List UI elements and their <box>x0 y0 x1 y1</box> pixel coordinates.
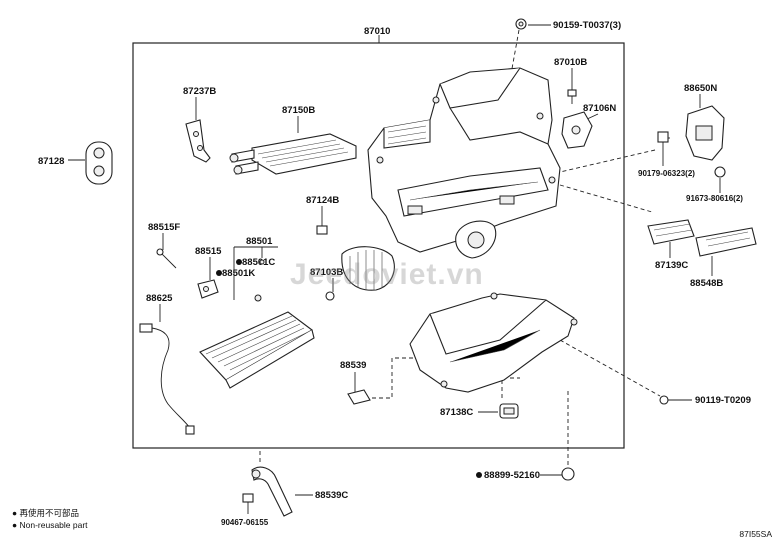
stud-88515f <box>156 248 177 269</box>
legend-jp-text: 再使用不可部品 <box>19 508 80 518</box>
expansion-valve-88515 <box>197 279 219 299</box>
diagram-code: 87I55SA <box>739 529 772 539</box>
label-91673-80616: 91673-80616(2) <box>686 194 743 203</box>
label-90119-t0209: 90119-T0209 <box>695 395 751 406</box>
grommet-87128 <box>85 141 113 185</box>
legend: ● 再使用不可部品 ● Non-reusable part <box>12 507 88 531</box>
legend-en-text: Non-reusable part <box>19 520 88 530</box>
label-88501c: 88501C <box>242 257 275 268</box>
clip-90467 <box>242 493 254 503</box>
grommet-88899 <box>561 467 575 481</box>
screw-91673 <box>714 166 726 178</box>
servo-87106n <box>561 111 593 149</box>
evaporator-88501 <box>199 259 315 389</box>
label-87138c: 87138C <box>440 407 473 418</box>
label-88515: 88515 <box>195 246 222 257</box>
hvac-housing-87010 <box>367 67 561 259</box>
filter-cover-88548b <box>695 227 757 257</box>
label-88515f: 88515F <box>148 222 180 233</box>
legend-line-jp: ● 再使用不可部品 <box>12 508 80 518</box>
blower-motor-87103b <box>325 246 395 301</box>
screw-87010b <box>567 89 577 104</box>
nonreusable-dot-88501k <box>216 270 222 276</box>
label-88501k: 88501K <box>222 268 255 279</box>
label-87150b: 87150B <box>282 105 315 116</box>
sensor-88539 <box>347 389 371 405</box>
drain-hose-88539c <box>251 466 293 517</box>
label-87124b: 87124B <box>306 195 339 206</box>
air-filter-87139c <box>647 219 695 245</box>
screw-90119 <box>659 395 669 405</box>
bolt-90159 <box>515 18 527 30</box>
label-88650n: 88650N <box>684 83 717 94</box>
label-88625: 88625 <box>146 293 173 304</box>
label-88899-52160: 88899-52160 <box>484 470 540 481</box>
label-87128: 87128 <box>38 156 64 167</box>
label-88501: 88501 <box>246 236 273 247</box>
label-88548b: 88548B <box>690 278 723 289</box>
amplifier-88650n <box>685 105 725 161</box>
label-87106n: 87106N <box>583 103 616 114</box>
heater-core-87150b <box>229 133 357 175</box>
bracket-87237b <box>185 119 211 163</box>
label-87010: 87010 <box>364 26 390 37</box>
label-90159-t0037: 90159-T0037(3) <box>553 20 621 31</box>
label-87103b: 87103B <box>310 267 343 278</box>
wire-harness-88625 <box>139 323 195 435</box>
label-90467-06155: 90467-06155 <box>221 518 269 527</box>
connector-87138c <box>499 403 519 419</box>
clip-87124b <box>316 225 328 235</box>
nut-90179 <box>657 131 669 143</box>
label-87237b: 87237B <box>183 86 216 97</box>
nonreusable-dot-88899 <box>476 472 482 478</box>
label-87010b: 87010B <box>554 57 587 68</box>
label-88539: 88539 <box>340 360 366 371</box>
label-88539c: 88539C <box>315 490 348 501</box>
label-90179-06323: 90179-06323(2) <box>638 169 695 178</box>
watermark-text: Jeedoviet.vn <box>290 258 484 291</box>
label-87139c: 87139C <box>655 260 688 271</box>
assembly-frame <box>132 42 625 449</box>
legend-line-en: ● Non-reusable part <box>12 520 88 530</box>
nonreusable-dot-88501c <box>236 259 242 265</box>
lower-case <box>409 292 578 393</box>
